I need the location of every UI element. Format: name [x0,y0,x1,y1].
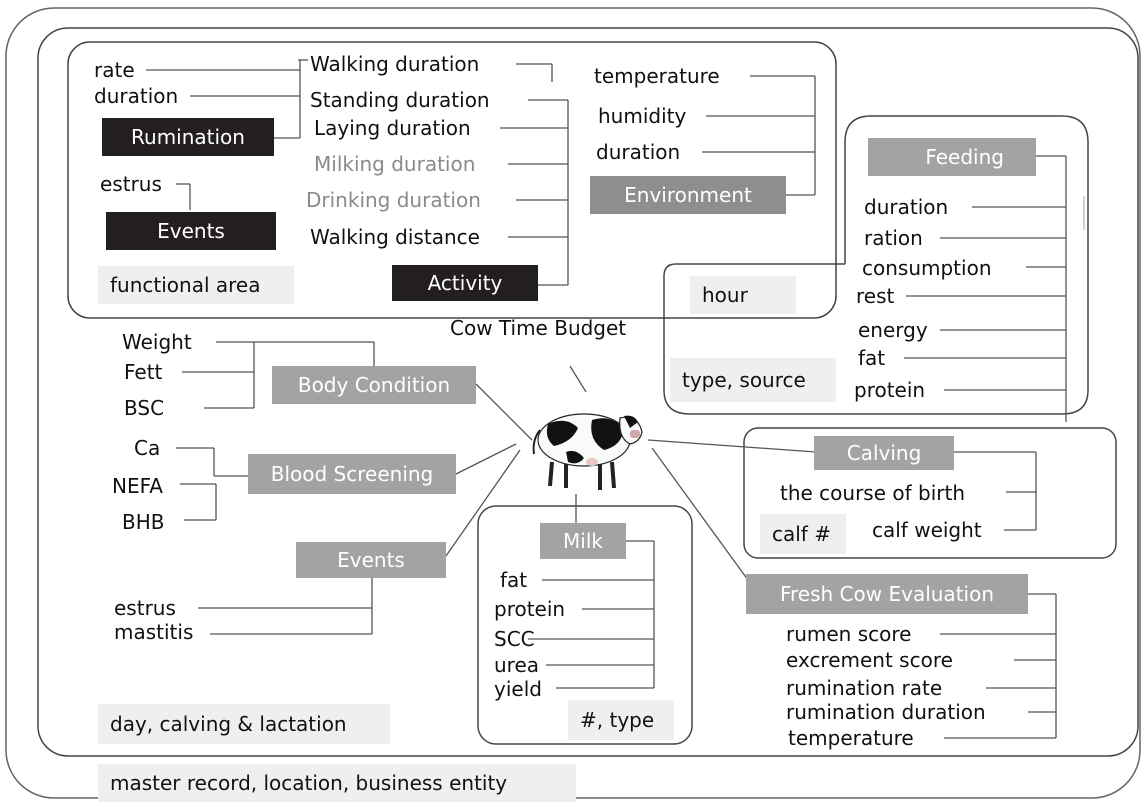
environment-item: temperature [594,64,720,88]
body-condition-header: Body Condition [272,366,476,404]
activity-item: Drinking duration [306,188,481,212]
feeding-header: Feeding [868,138,1036,176]
rumination-header: Rumination [102,118,274,156]
body-condition-item: Weight [122,330,192,354]
activity-header: Activity [392,265,538,301]
body-condition-item: BSC [124,396,165,420]
fresh-cow-header: Fresh Cow Evaluation [746,574,1028,614]
cow-icon [532,413,643,490]
calf-count-label: calf # [760,514,846,554]
events-bottom-header: Events [296,542,446,578]
events-top-item: estrus [100,172,162,196]
activity-item: Standing duration [310,88,490,112]
events-bottom-item: mastitis [114,620,194,644]
blood-screening-item: Ca [134,436,161,460]
rumination-item: rate [94,58,135,82]
feeding-item: rest [856,284,895,308]
environment-item: humidity [598,104,687,128]
blood-screening-header: Blood Screening [248,454,456,494]
activity-item: Walking duration [310,52,480,76]
milk-item: urea [494,653,540,677]
blood-screening-item: NEFA [112,474,163,498]
events-bottom-item: estrus [114,596,176,620]
milk-header: Milk [540,523,626,559]
type-source-label: type, source [670,358,836,402]
feeding-item: duration [864,195,949,219]
fresh-cow-item: rumination rate [786,676,943,700]
fresh-cow-item: temperature [788,726,914,750]
milk-footer: #, type [568,700,674,740]
fresh-cow-item: rumen score [786,622,912,646]
activity-item: Walking distance [310,225,480,249]
activity-item: Laying duration [314,116,471,140]
milk-item: SCC [494,627,535,651]
fresh-cow-item: rumination duration [786,700,986,724]
center-title: Cow Time Budget [450,316,627,340]
calving-header: Calving [814,436,954,470]
activity-item: Milking duration [314,152,476,176]
environment-header: Environment [590,176,786,214]
milk-item: protein [494,597,566,621]
feeding-item: protein [854,378,926,402]
blood-screening-item: BHB [122,510,165,534]
rumination-item: duration [94,84,179,108]
fresh-cow-item: excrement score [786,648,953,672]
environment-item: duration [596,140,681,164]
calving-item: calf weight [872,518,982,542]
milk-item: yield [494,677,542,701]
milk-item: fat [500,568,528,592]
events-top-header: Events [106,212,276,250]
day-calving-label: day, calving & lactation [98,704,390,744]
feeding-item: ration [864,226,923,250]
hour-label: hour [690,276,796,314]
feeding-item: fat [858,346,886,370]
master-record-label: master record, location, business entity [98,764,576,802]
calving-item: the course of birth [780,481,966,505]
functional-area-label: functional area [98,266,294,304]
feeding-item: energy [858,318,928,342]
body-condition-item: Fett [124,360,163,384]
feeding-item: consumption [862,256,992,280]
